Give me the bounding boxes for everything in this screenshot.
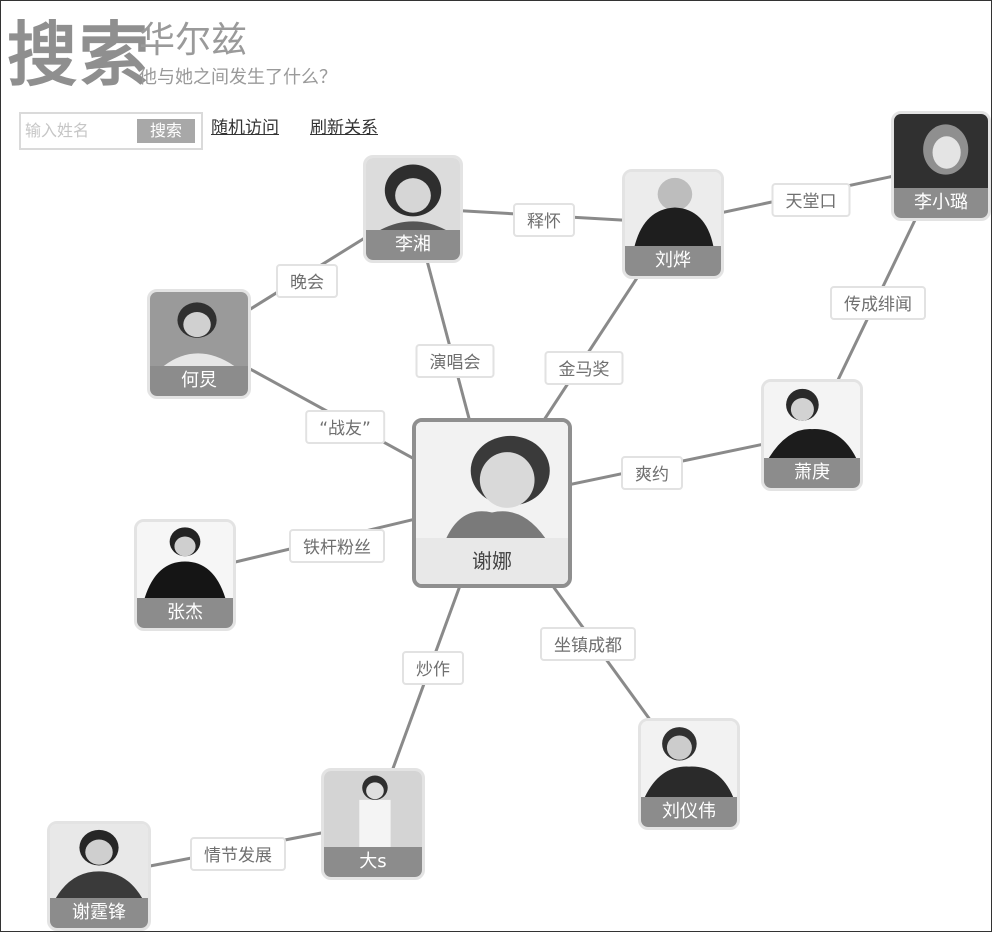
person-card[interactable]: 何炅 <box>147 289 251 399</box>
portrait-icon <box>50 824 148 898</box>
portrait-icon <box>625 172 721 246</box>
portrait-icon <box>894 114 988 188</box>
relation-label[interactable]: “战友” <box>305 410 385 444</box>
logo-name: 华尔兹 <box>139 20 248 61</box>
person-card[interactable]: 刘仪伟 <box>638 718 740 830</box>
person-name: 刘烨 <box>625 246 721 276</box>
relation-label[interactable]: 情节发展 <box>190 837 286 871</box>
random-visit-link[interactable]: 随机访问 <box>211 118 279 138</box>
relation-label[interactable]: 演唱会 <box>415 344 495 378</box>
person-name: 谢娜 <box>416 538 568 584</box>
person-photo <box>50 824 148 898</box>
name-search-input[interactable] <box>25 119 135 141</box>
relation-label[interactable]: 金马奖 <box>544 351 624 385</box>
person-card[interactable]: 刘烨 <box>622 169 724 279</box>
portrait-icon <box>366 158 460 230</box>
person-photo <box>625 172 721 246</box>
search-button[interactable]: 搜索 <box>137 119 195 143</box>
refresh-relations-link[interactable]: 刷新关系 <box>310 118 378 138</box>
person-photo <box>324 771 422 847</box>
portrait-icon <box>764 382 860 458</box>
person-photo <box>366 158 460 230</box>
person-photo <box>416 422 568 538</box>
person-name: 大s <box>324 847 422 877</box>
person-card[interactable]: 大s <box>321 768 425 880</box>
portrait-icon <box>641 721 737 797</box>
relation-label[interactable]: 铁杆粉丝 <box>289 529 385 563</box>
person-photo <box>641 721 737 797</box>
person-name: 李湘 <box>366 230 460 260</box>
person-photo <box>764 382 860 458</box>
person-photo <box>894 114 988 188</box>
relation-label[interactable]: 爽约 <box>621 456 683 490</box>
person-photo <box>137 522 233 598</box>
portrait-icon <box>324 771 422 847</box>
slogan: 他与她之间发生了什么？ <box>139 67 337 88</box>
portrait-icon <box>150 292 248 366</box>
person-name: 张杰 <box>137 598 233 628</box>
person-card[interactable]: 张杰 <box>134 519 236 631</box>
center-person-card[interactable]: 谢娜 <box>412 418 572 588</box>
relation-label[interactable]: 传成绯闻 <box>830 286 926 320</box>
portrait-icon <box>416 422 568 538</box>
relation-label[interactable]: 天堂口 <box>771 183 851 217</box>
person-card[interactable]: 李小璐 <box>891 111 991 221</box>
person-name: 谢霆锋 <box>50 898 148 928</box>
logo-search-text: 搜索 <box>7 14 151 96</box>
person-name: 何炅 <box>150 366 248 396</box>
relation-label[interactable]: 坐镇成都 <box>540 627 636 661</box>
person-card[interactable]: 谢霆锋 <box>47 821 151 931</box>
portrait-icon <box>137 522 233 598</box>
person-card[interactable]: 李湘 <box>363 155 463 263</box>
person-card[interactable]: 萧庚 <box>761 379 863 491</box>
relation-label[interactable]: 释怀 <box>513 203 575 237</box>
relation-label[interactable]: 晚会 <box>276 264 338 298</box>
person-name: 李小璐 <box>894 188 988 218</box>
person-name: 刘仪伟 <box>641 797 737 827</box>
search-box: 搜索 <box>19 112 203 150</box>
relation-label[interactable]: 炒作 <box>402 651 464 685</box>
person-photo <box>150 292 248 366</box>
person-name: 萧庚 <box>764 458 860 488</box>
